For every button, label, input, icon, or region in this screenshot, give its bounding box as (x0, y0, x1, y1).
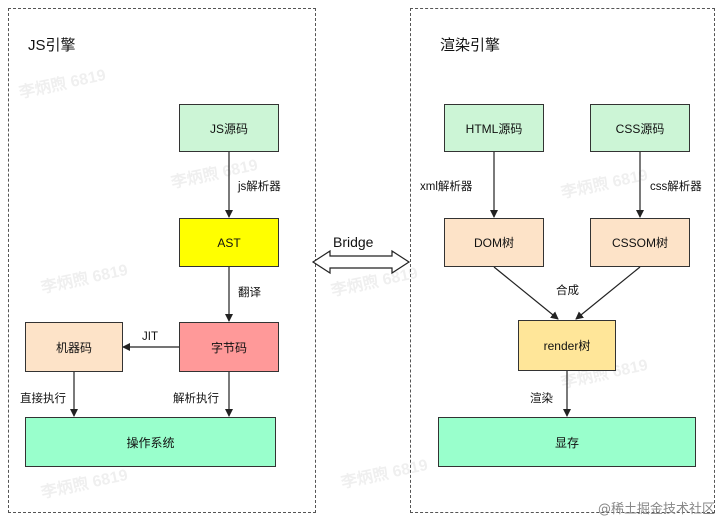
node-cssom-tree: CSSOM树 (590, 218, 690, 267)
node-dom-tree: DOM树 (444, 218, 544, 267)
label-translate: 翻译 (238, 287, 261, 299)
label-js-parser: js解析器 (238, 181, 281, 193)
node-html-source: HTML源码 (444, 104, 544, 152)
node-os: 操作系统 (25, 417, 276, 467)
node-css-source: CSS源码 (590, 104, 690, 152)
node-display: 显存 (438, 417, 696, 467)
render-engine-panel (410, 8, 715, 513)
node-bytecode: 字节码 (179, 322, 279, 372)
label-bridge: Bridge (333, 234, 374, 250)
label-css-parser: css解析器 (650, 181, 702, 193)
label-interpret-exec: 解析执行 (173, 393, 219, 405)
label-direct-exec: 直接执行 (20, 393, 66, 405)
label-jit: JIT (142, 331, 158, 343)
bridge-arrow (311, 249, 411, 275)
edge-dom-render (493, 266, 559, 320)
render-engine-title: 渲染引擎 (440, 37, 501, 54)
label-render: 渲染 (530, 393, 553, 405)
node-js-source: JS源码 (179, 104, 279, 152)
label-xml-parser: xml解析器 (420, 181, 473, 193)
edge-cssom-render (575, 266, 641, 320)
label-merge: 合成 (556, 285, 579, 297)
node-ast: AST (179, 218, 279, 267)
node-render-tree: render树 (518, 320, 616, 371)
node-machine-code: 机器码 (25, 322, 123, 372)
site-credit: @稀土掘金技术社区 (597, 502, 715, 517)
js-engine-title: JS引擎 (28, 37, 76, 54)
